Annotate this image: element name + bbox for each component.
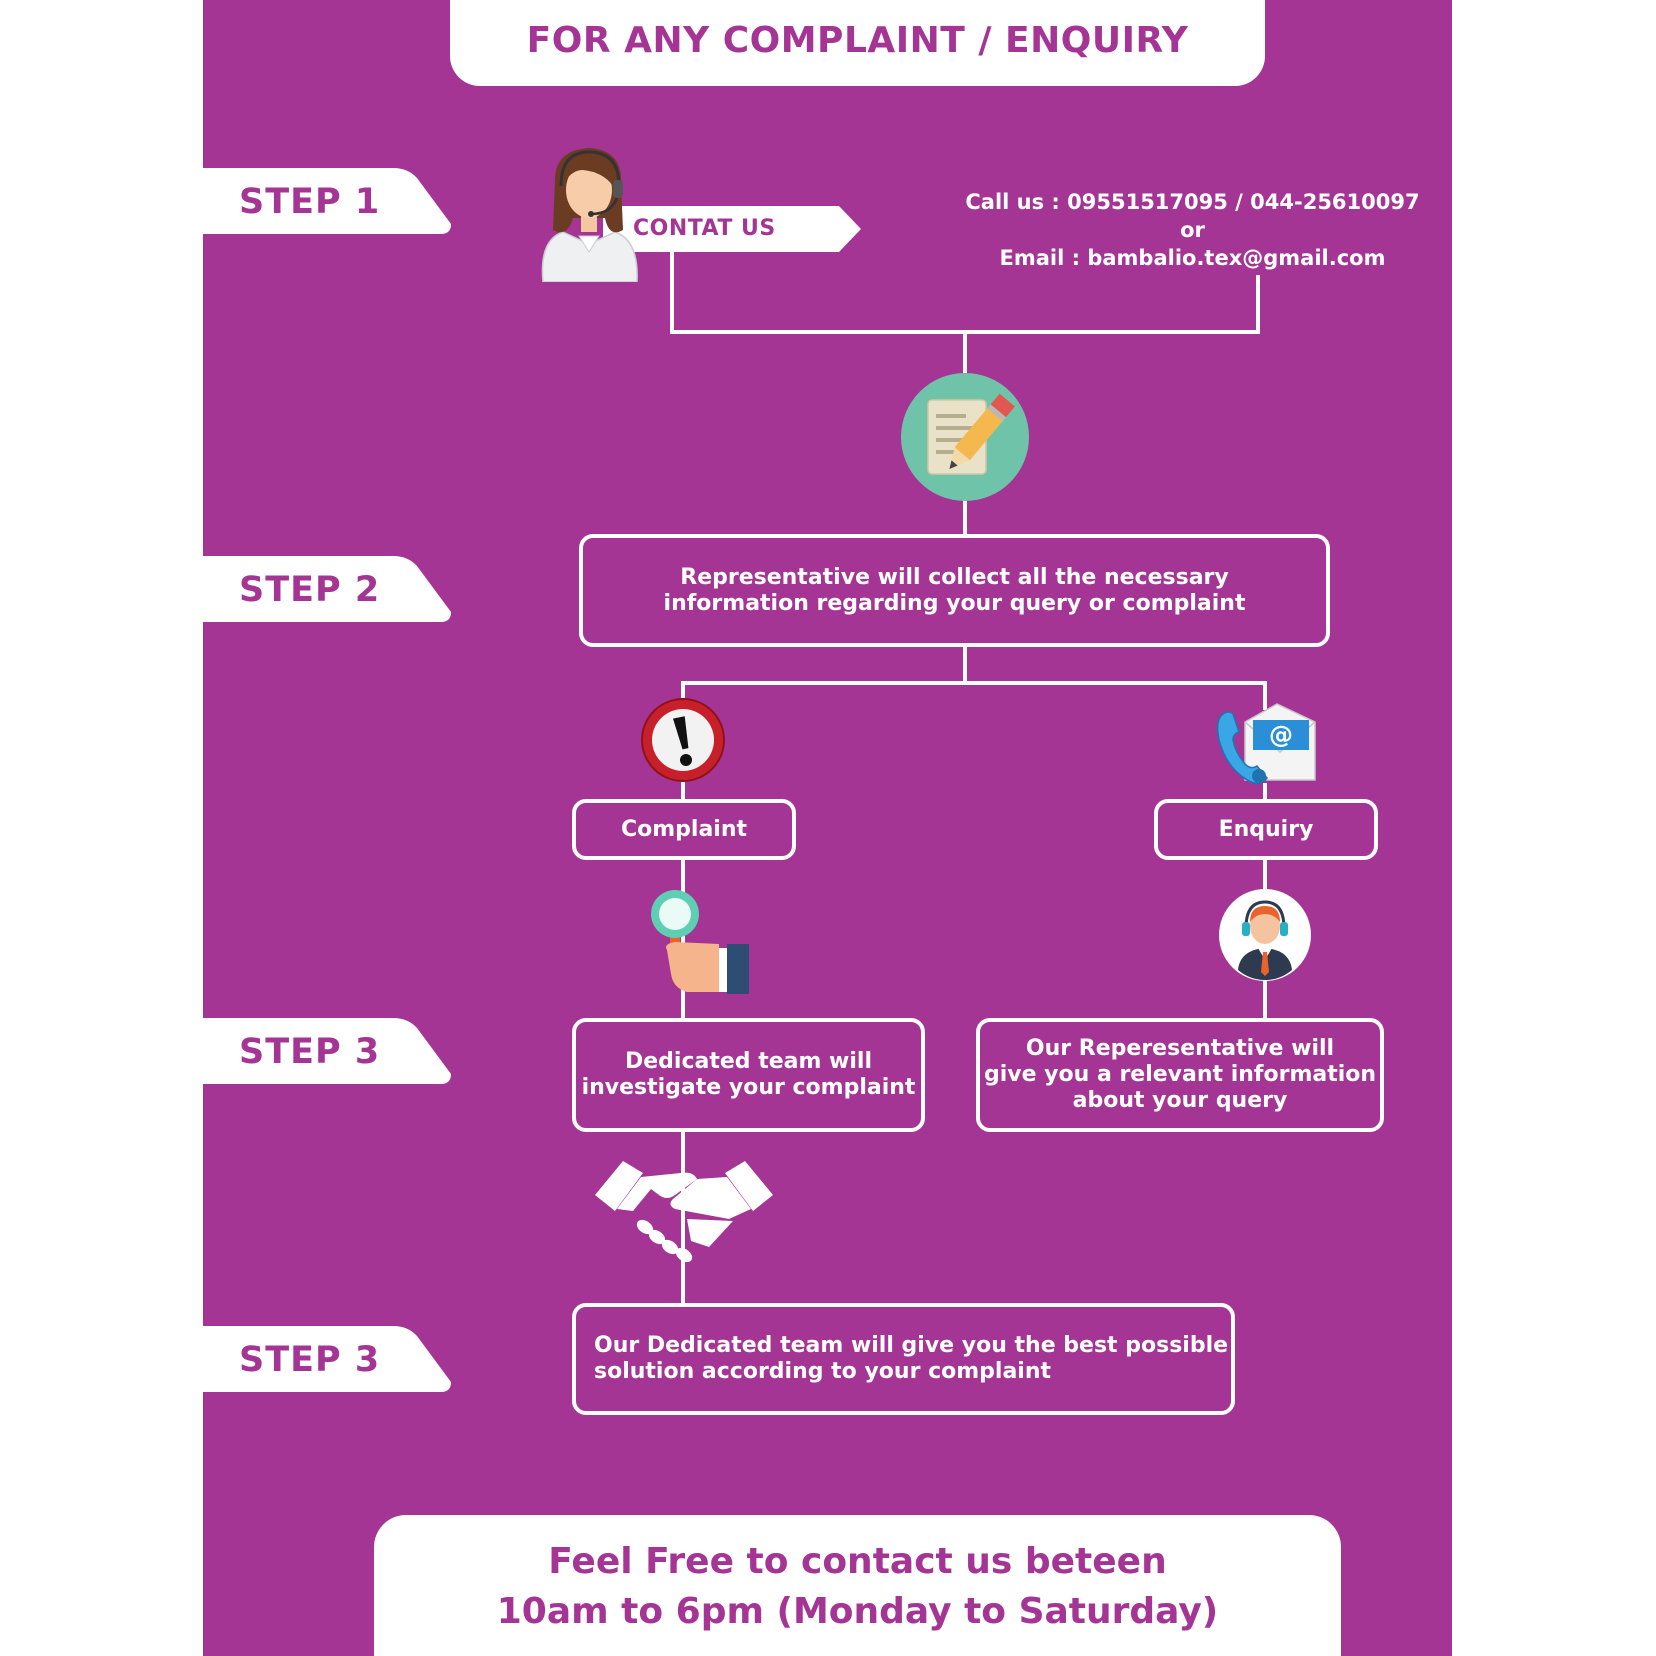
- step-label: STEP 3: [239, 1032, 381, 1072]
- support-agent-icon: [533, 140, 645, 283]
- page-title: FOR ANY COMPLAINT / ENQUIRY: [526, 20, 1189, 61]
- investigate-text-line: investigate your complaint: [581, 1075, 916, 1100]
- call-us-text: Call us : 09551517095 / 044-25610097: [965, 190, 1420, 214]
- complaint-box: Complaint: [572, 799, 796, 860]
- footer-text-line: 10am to 6pm (Monday to Saturday): [496, 1591, 1219, 1632]
- title-tab: FOR ANY COMPLAINT / ENQUIRY: [450, 0, 1265, 86]
- contact-info: Call us : 09551517095 / 044-25610097 or …: [945, 188, 1440, 272]
- step2-info-box: Representative will collect all the nece…: [579, 534, 1330, 647]
- step2-text-line: information regarding your query or comp…: [663, 590, 1246, 616]
- step-tag-4: STEP 3: [203, 1326, 451, 1392]
- investigate-text-line: Dedicated team will: [624, 1049, 873, 1074]
- step2-enquiry-connector: [965, 681, 1267, 710]
- footer-banner: Feel Free to contact us beteen 10am to 6…: [374, 1515, 1341, 1656]
- solution-box: Our Dedicated team will give you the bes…: [572, 1303, 1235, 1415]
- svg-text:@: @: [1269, 721, 1293, 749]
- step2-complaint-connector: [681, 647, 967, 700]
- information-text-line: give you a relevant information: [983, 1062, 1377, 1087]
- step-tag-3: STEP 3: [203, 1018, 451, 1084]
- document-pencil-icon: [900, 372, 1030, 502]
- contact-us-tag: CONTAT US: [603, 206, 863, 252]
- headset-agent-icon: [1218, 888, 1312, 982]
- step-label: STEP 2: [239, 570, 381, 610]
- solution-text-line: Our Dedicated team will give you the bes…: [594, 1333, 1229, 1358]
- information-text-line: about your query: [1072, 1088, 1288, 1113]
- email-text: Email : bambalio.tex@gmail.com: [999, 246, 1386, 270]
- investigate-box: Dedicated team will investigate your com…: [572, 1018, 925, 1132]
- step-tag-2: STEP 2: [203, 556, 451, 622]
- footer-text-line: Feel Free to contact us beteen: [548, 1541, 1167, 1582]
- step-label: STEP 1: [239, 182, 381, 222]
- enquiry-box: Enquiry: [1154, 799, 1378, 860]
- complaint-label: Complaint: [620, 817, 748, 842]
- solution-text-line: solution according to your complaint: [594, 1359, 1052, 1384]
- step-label: STEP 3: [239, 1340, 381, 1380]
- information-box: Our Reperesentative will give you a rele…: [976, 1018, 1384, 1132]
- warning-icon: [640, 697, 726, 783]
- poster-background: FOR ANY COMPLAINT / ENQUIRY STEP 1 STEP …: [203, 0, 1452, 1656]
- handshake-icon: [593, 1155, 775, 1265]
- step2-text-line: Representative will collect all the nece…: [680, 564, 1229, 590]
- step-tag-1: STEP 1: [203, 168, 451, 234]
- contact-us-label: CONTAT US: [633, 216, 776, 241]
- magnifier-hand-icon: [643, 884, 753, 1000]
- information-text-line: Our Reperesentative will: [1025, 1036, 1335, 1061]
- enquiry-label: Enquiry: [1218, 817, 1314, 842]
- or-text: or: [1180, 218, 1205, 242]
- phone-email-icon: @: [1215, 700, 1319, 786]
